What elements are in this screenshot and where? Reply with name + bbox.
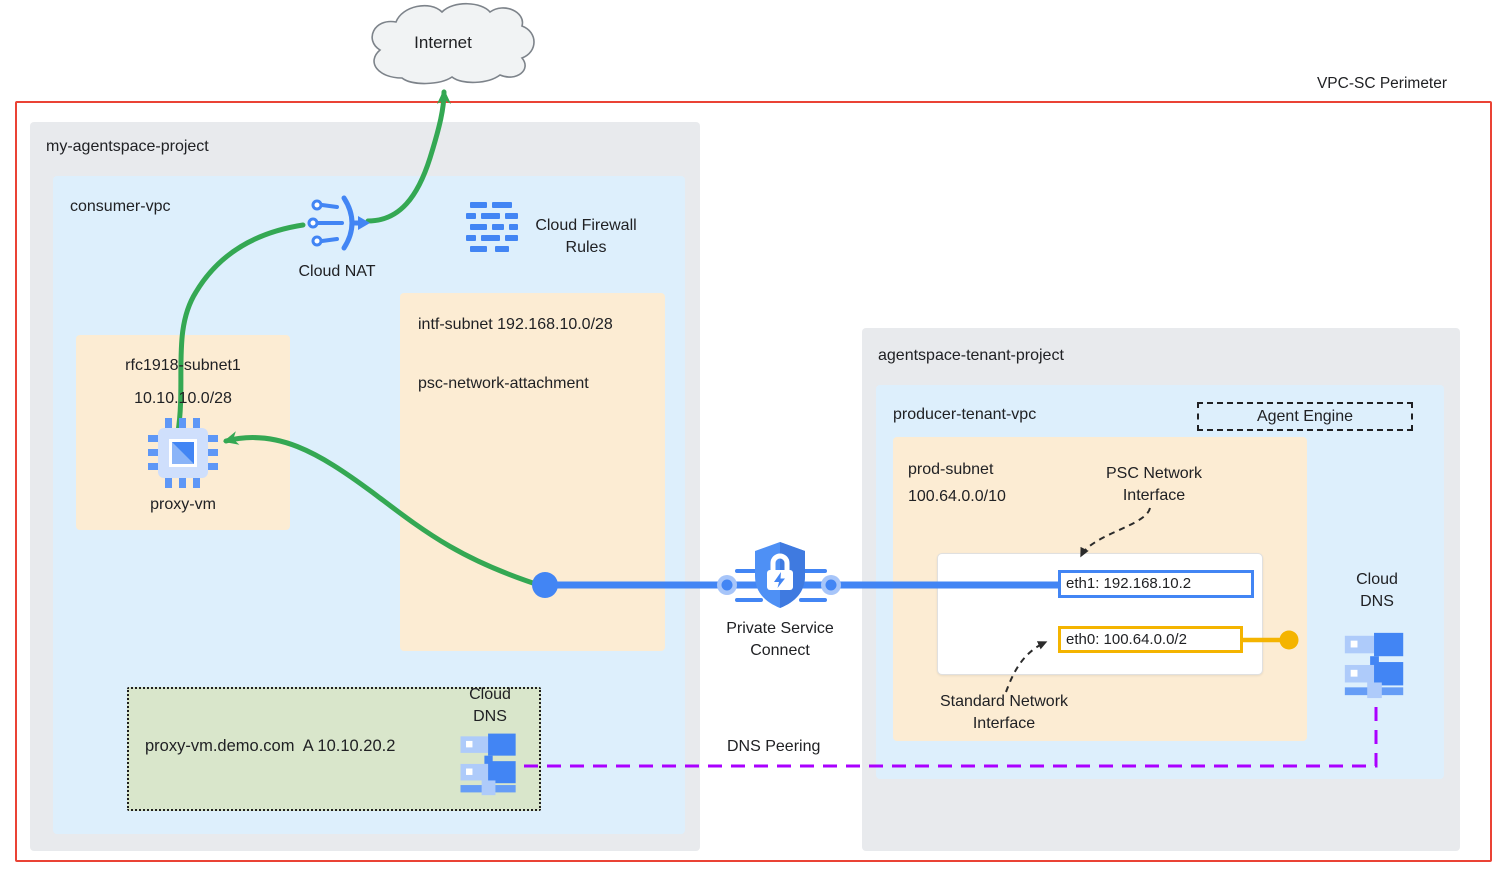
intf-subnet-box <box>400 293 665 651</box>
tenant-project-title: agentspace-tenant-project <box>878 347 1064 364</box>
dns-zone-cloud-dns-label: Cloud DNS <box>469 686 511 726</box>
psc-network-attachment-label: psc-network-attachment <box>418 375 589 392</box>
consumer-vpc-title: consumer-vpc <box>70 198 171 215</box>
dns-record-text: proxy-vm.demo.com A 10.10.20.2 <box>145 737 396 755</box>
producer-vpc-title: producer-tenant-vpc <box>893 406 1037 423</box>
vpc-sc-perimeter-label: VPC-SC Perimeter <box>1316 75 1448 92</box>
proxy-vm-label: proxy-vm <box>150 496 216 513</box>
dns-peering-label: DNS Peering <box>727 738 821 755</box>
prod-subnet-cidr: 100.64.0.0/10 <box>908 488 1006 505</box>
cloud-nat-icon <box>307 195 370 251</box>
tenant-cloud-dns-icon <box>1344 632 1404 699</box>
firewall-icon <box>466 202 518 252</box>
psc-shield-icon <box>755 542 805 608</box>
cloud-nat-label: Cloud NAT <box>298 263 376 280</box>
tenant-cloud-dns-label: Cloud DNS <box>1356 571 1398 611</box>
agent-engine-box: Agent Engine <box>1197 402 1413 431</box>
eth0-box: eth0: 100.64.0.0/2 <box>1058 626 1243 653</box>
consumer-project-title: my-agentspace-project <box>46 138 209 155</box>
internet-cloud-icon <box>371 2 535 85</box>
psc-interface-label: PSC Network Interface <box>1105 465 1203 504</box>
eth1-box: eth1: 192.168.10.2 <box>1058 570 1254 598</box>
compute-vm-icon <box>148 418 218 488</box>
standard-interface-label: Standard Network Interface <box>939 693 1069 732</box>
rfc-subnet-name: rfc1918-subnet1 <box>125 357 241 374</box>
internet-label: Internet <box>414 33 472 52</box>
cloud-dns-icon <box>460 733 516 796</box>
prod-subnet-name: prod-subnet <box>908 461 994 478</box>
intf-subnet-label: intf-subnet 192.168.10.0/28 <box>418 316 613 333</box>
rfc-subnet-cidr: 10.10.10.0/28 <box>134 390 232 407</box>
firewall-label: Cloud Firewall Rules <box>535 217 637 256</box>
psc-label: Private Service Connect <box>726 620 834 659</box>
